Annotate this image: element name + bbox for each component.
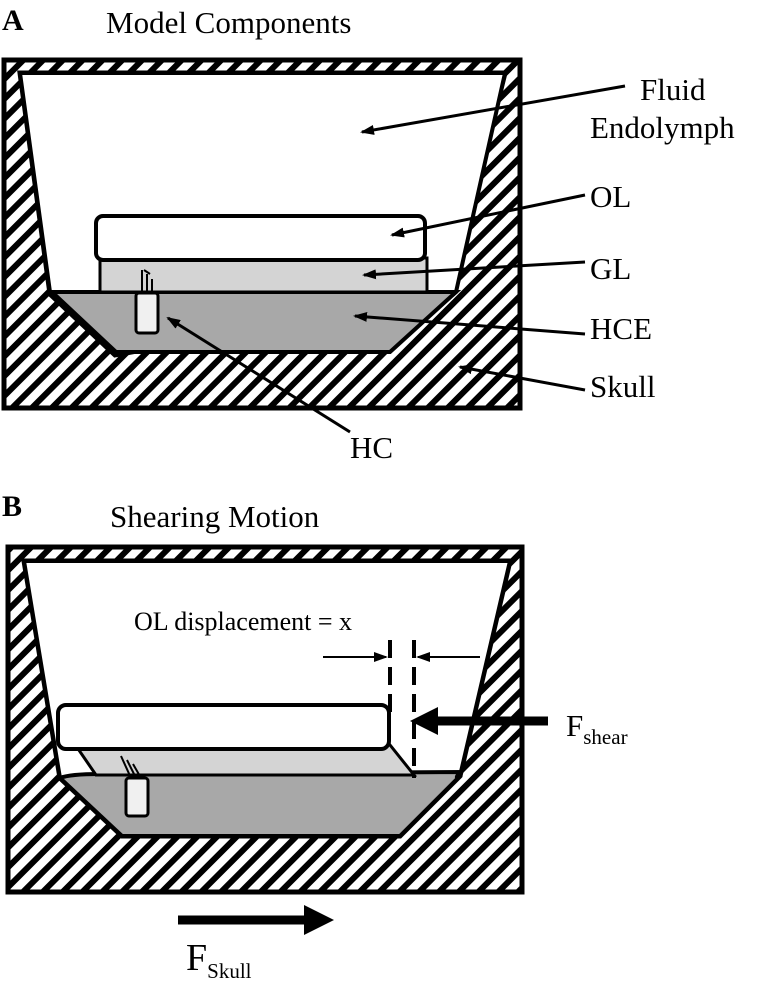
- label-skull: Skull: [590, 369, 655, 404]
- arrow-hce: [353, 311, 586, 336]
- label-hce: HCE: [590, 311, 652, 346]
- label-ol-displacement: OL displacement = x: [134, 607, 352, 636]
- arrow-gl: [362, 260, 586, 280]
- force-shear-arrowhead: [410, 707, 438, 735]
- force-shear-subscript: shear: [583, 725, 627, 749]
- arrow-ol: [390, 193, 586, 238]
- force-skull-label: FSkull: [186, 937, 252, 983]
- force-skull-subscript: Skull: [207, 959, 252, 983]
- gel-layer: [98, 256, 429, 294]
- panel-b-letter: B: [2, 490, 22, 523]
- panel-a: A Model Components Fluid Endolymph OL GL…: [1, 4, 735, 465]
- force-skull-symbol: F: [186, 937, 207, 979]
- panel-a-letter: A: [2, 4, 24, 37]
- arrow-fluid: [360, 84, 626, 135]
- label-ol: OL: [590, 179, 631, 214]
- panel-a-title: Model Components: [106, 5, 351, 40]
- label-endolymph: Endolymph: [590, 110, 735, 145]
- hair-cell-epithelium-b: [56, 769, 465, 838]
- hair-cell: [134, 269, 160, 335]
- panel-b-title: Shearing Motion: [110, 499, 320, 534]
- label-gl: GL: [590, 251, 631, 286]
- hair-cell-epithelium: [46, 290, 462, 354]
- force-skull-arrowhead: [304, 905, 334, 935]
- label-fluid: Fluid: [640, 72, 706, 107]
- arrow-skull: [458, 364, 586, 392]
- arrow-hc: [166, 316, 351, 434]
- label-hc: HC: [350, 430, 393, 465]
- otolithic-layer: [94, 214, 427, 262]
- panel-b: B Shearing Motion OL displacement = x Fs…: [2, 490, 628, 983]
- force-shear-symbol: F: [566, 708, 583, 743]
- displacement-indicator: [323, 640, 480, 778]
- otolithic-layer-b: [56, 703, 391, 751]
- hair-cell-b: [120, 755, 150, 818]
- leader-arrows-a: [166, 84, 626, 434]
- force-shear-label: Fshear: [566, 708, 628, 749]
